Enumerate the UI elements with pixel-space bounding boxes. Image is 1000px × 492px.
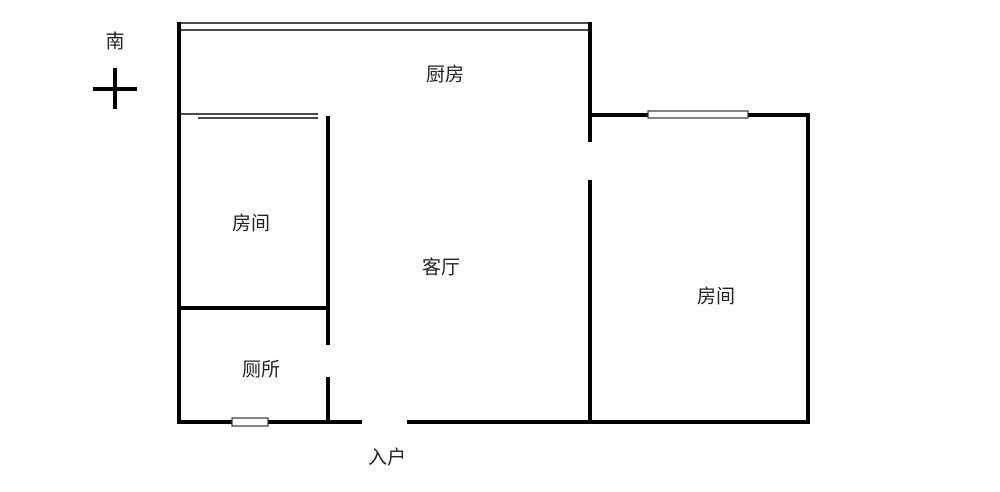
compass-south-label: 南 bbox=[105, 31, 124, 53]
kitchen-label: 厨房 bbox=[426, 64, 464, 86]
compass: 南 bbox=[93, 31, 137, 109]
left-bedroom-label: 房间 bbox=[232, 213, 270, 235]
entrance-label: 入户 bbox=[368, 447, 406, 469]
room-labels: 厨房 房间 客厅 房间 厕所 入户 bbox=[232, 64, 735, 469]
toilet-label: 厕所 bbox=[242, 359, 280, 381]
right-room-window bbox=[647, 110, 749, 119]
living-room-label: 客厅 bbox=[422, 257, 460, 279]
right-bedroom-label: 房间 bbox=[697, 286, 735, 308]
walls bbox=[177, 22, 810, 427]
toilet-window bbox=[231, 417, 269, 427]
